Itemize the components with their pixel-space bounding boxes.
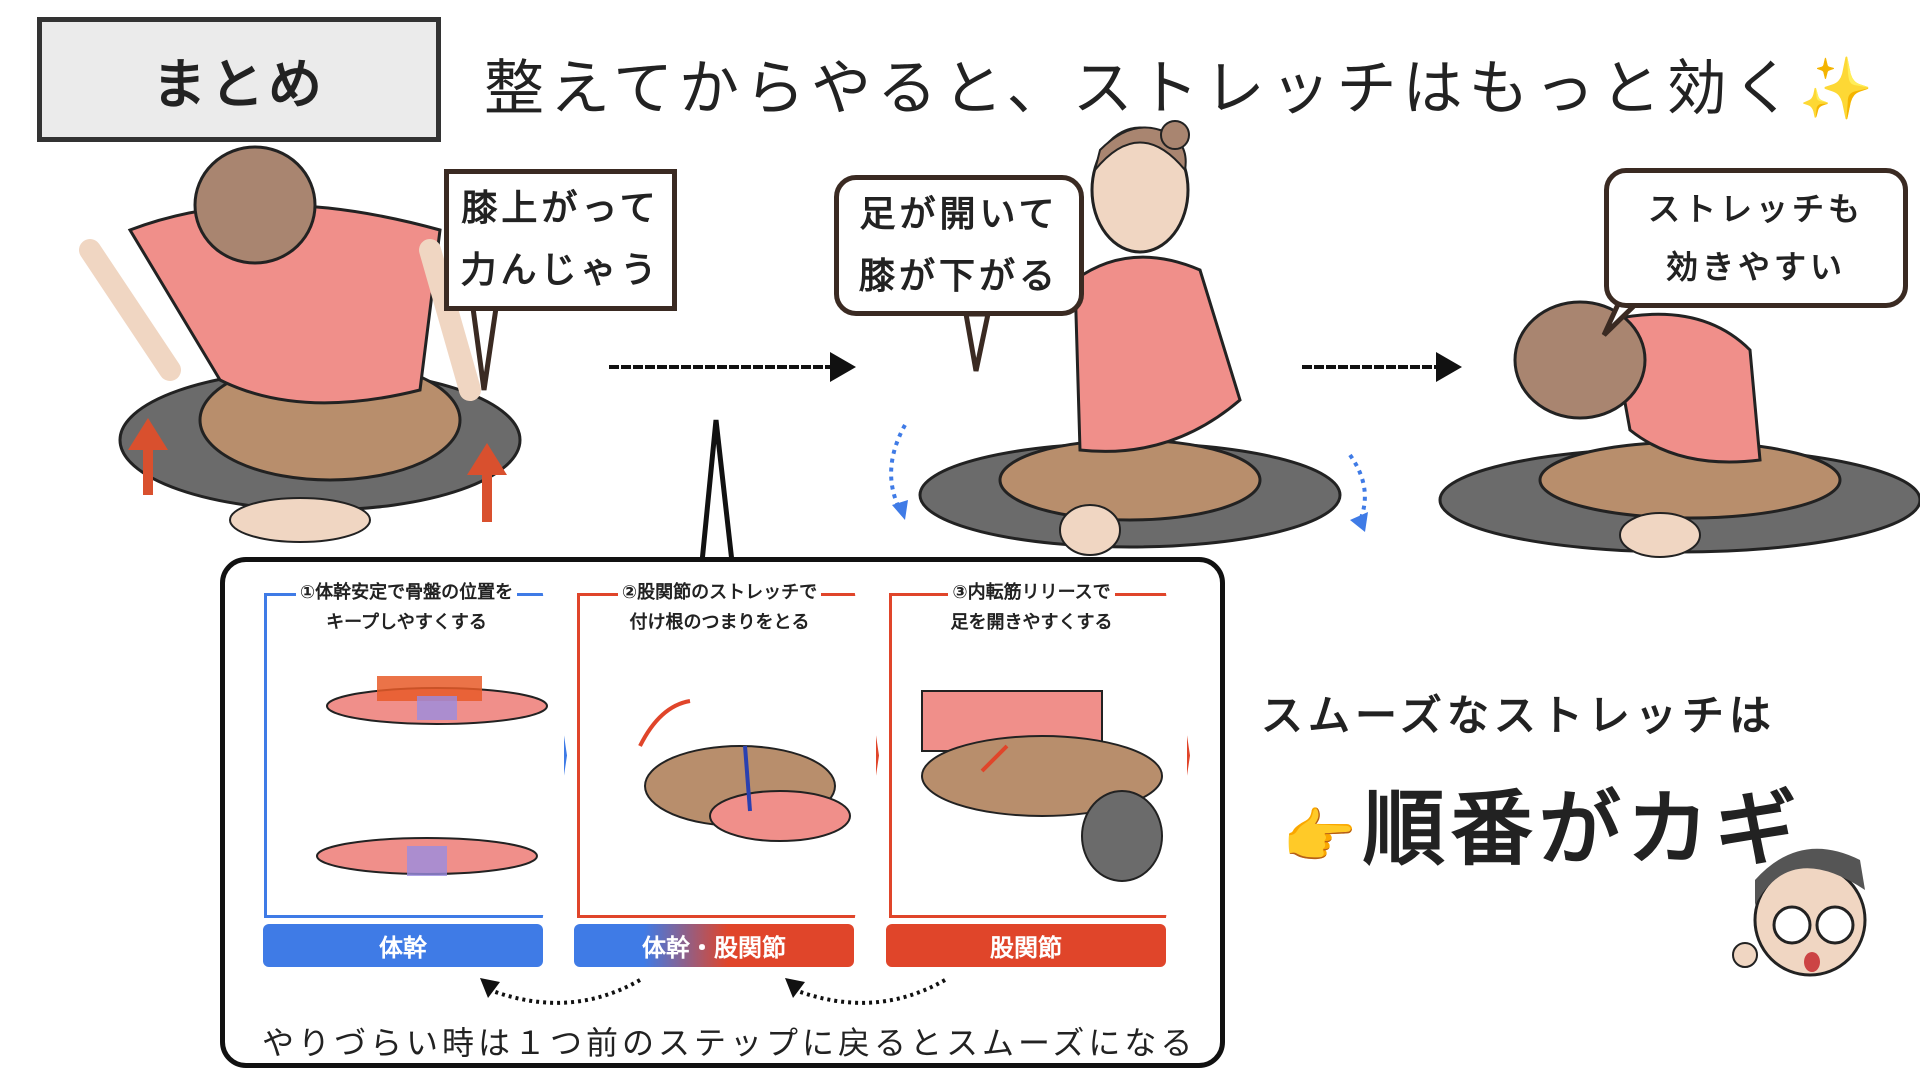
speech-bubble-effective: ストレッチも 効きやすい bbox=[1604, 168, 1908, 308]
figure-forward-fold bbox=[1438, 300, 1920, 558]
bubble-text: ストレッチも bbox=[1647, 190, 1864, 228]
bubble-text: 膝上がって bbox=[461, 188, 660, 229]
step-title-3: ③内転筋リリースで足を開きやすくする bbox=[889, 578, 1174, 638]
panel-pointer bbox=[699, 419, 735, 565]
bubble-text: 効きやすい bbox=[1665, 248, 1846, 286]
exercise-illustration bbox=[638, 699, 851, 842]
tag-hip: 股関節 bbox=[886, 924, 1166, 967]
rotate-arrow-icon bbox=[1348, 453, 1367, 526]
step-title-line: キープしやすくする bbox=[322, 612, 491, 633]
bubble-tail bbox=[963, 311, 992, 372]
right-arrow-icon bbox=[609, 352, 1462, 382]
bubble-text: 膝が下がる bbox=[858, 255, 1059, 297]
speech-bubble-open: 足が開いて 膝が下がる bbox=[834, 175, 1084, 316]
step-title-1: ①体幹安定で骨盤の位置をキープしやすくする bbox=[264, 578, 549, 638]
bubble-text: 足が開いて bbox=[859, 193, 1059, 235]
up-arrow-icon bbox=[128, 418, 507, 522]
bubble-text: 力んじゃう bbox=[460, 250, 661, 291]
step-title-line: ①体幹安定で骨盤の位置を bbox=[295, 582, 518, 603]
conclusion-line2: 👉順番がカギ bbox=[1282, 762, 1803, 881]
step-title-2: ②股関節のストレッチで付け根のつまりをとる bbox=[577, 578, 862, 638]
tag-core: 体幹 bbox=[263, 924, 543, 967]
step-title-line: ③内転筋リリースで bbox=[948, 582, 1115, 603]
step-title-line: 付け根のつまりをとる bbox=[625, 612, 814, 633]
exercise-illustration bbox=[921, 690, 1163, 882]
conclusion-line1: スムーズなストレッチは bbox=[1261, 691, 1776, 740]
step-card-core bbox=[264, 593, 567, 918]
step-title-line: ②股関節のストレッチで bbox=[617, 582, 822, 603]
summary-label: まとめ bbox=[37, 17, 441, 142]
step-card-adductor bbox=[889, 593, 1190, 918]
conclusion-key-text: 順番がカギ bbox=[1362, 782, 1803, 877]
step-card-hip bbox=[577, 593, 879, 918]
step-title-line: 足を開きやすくする bbox=[946, 612, 1117, 633]
speech-bubble-tense: 膝上がって 力んじゃう bbox=[444, 169, 677, 311]
teacher-face-icon bbox=[1732, 848, 1867, 977]
exercise-illustration bbox=[316, 676, 548, 876]
bottom-note: やりづらい時は１つ前のステップに戻るとスムーズになる bbox=[262, 1024, 1197, 1062]
rotate-arrow-icon bbox=[889, 424, 907, 511]
tag-core-hip: 体幹・股関節 bbox=[574, 924, 854, 967]
figure-tense-sitting bbox=[79, 145, 522, 543]
figure-upright-sitting bbox=[918, 120, 1342, 556]
pointing-hand-icon: 👉 bbox=[1282, 802, 1363, 872]
page-title: 整えてからやると、ストレッチはもっと効く✨ bbox=[484, 54, 1880, 124]
